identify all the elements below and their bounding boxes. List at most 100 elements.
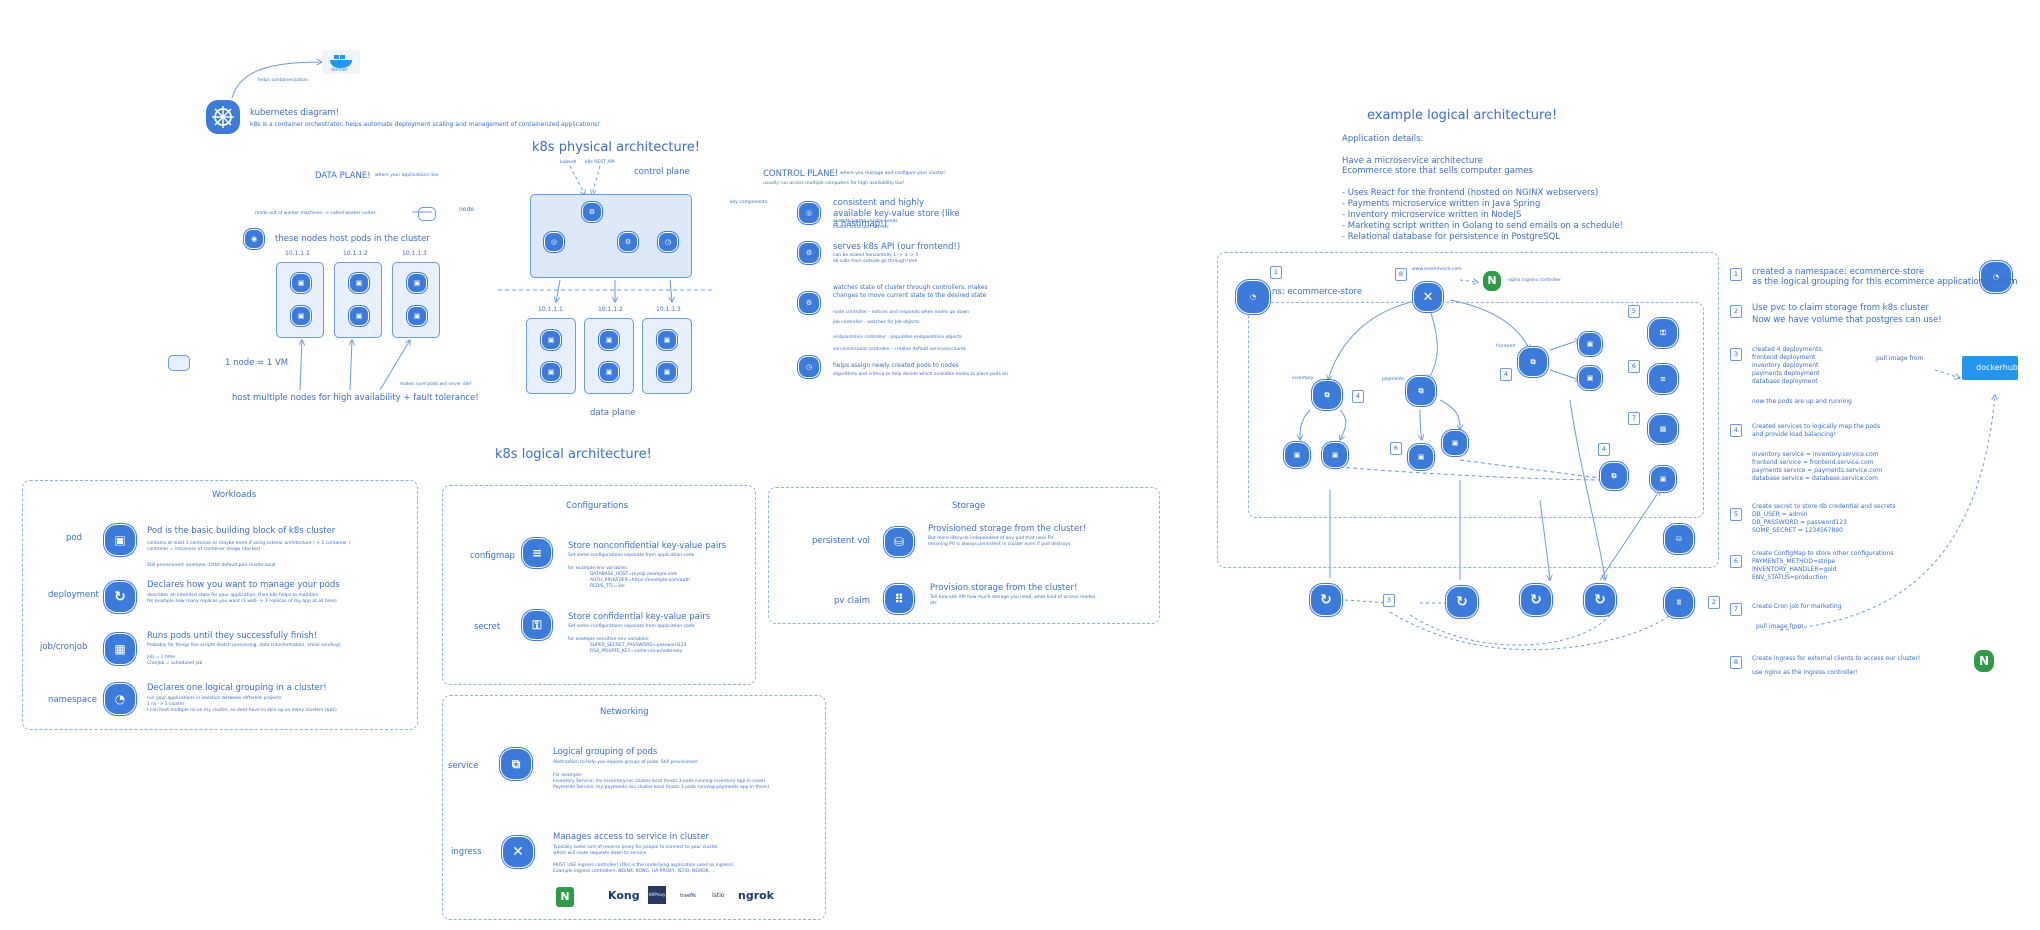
etcd-icon: ◎ <box>544 232 564 252</box>
config-title: Store confidential key-value pairs <box>568 612 711 622</box>
configmap-icon: ≡ <box>1648 364 1678 394</box>
deployment-icon: ↻ <box>104 581 136 613</box>
detail-line: Have a microservice architecture <box>1342 156 1483 166</box>
step-line: now the pods are up and running <box>1752 398 1852 405</box>
step-badge-6: 6 <box>1628 360 1640 373</box>
step-line: database service = database.service.com <box>1752 475 1878 482</box>
component-3-note: serviceaccount controller - creates defa… <box>833 347 967 352</box>
pv-claim-icon: ⠿ <box>1664 588 1694 618</box>
secret-icon: ⚿ <box>522 610 552 640</box>
dp-ip-3: 10.1.1.3 <box>656 306 681 313</box>
intro-subtitle: k8s is a container orchestrator, helps a… <box>250 121 600 128</box>
component-1-title: consistent and highly available key-valu… <box>833 198 960 229</box>
namespace-boundary <box>1248 302 1704 518</box>
data-plane-label: data plane <box>590 408 636 418</box>
pod-icon: ▣ <box>407 306 427 326</box>
detail-bullet: - Uses React for the frontend (hosted on… <box>1342 188 1599 198</box>
network-note: MUST USE ingress controller! (this is th… <box>553 863 734 868</box>
intro-title: kubernetes diagram! <box>250 108 340 118</box>
pod-icon: ▣ <box>599 362 619 382</box>
workload-note: container = instances of container image… <box>147 547 261 552</box>
step-number: 5 <box>1730 508 1742 521</box>
network-note: Typically some sort of reverse proxy for… <box>553 845 718 850</box>
config-note: SUPER_SECRET_PASSWORD=password123 <box>590 643 687 648</box>
workload-note: Job = 1 time <box>147 655 176 660</box>
step-line: ENV_STATUS=production <box>1752 574 1828 581</box>
node-legend-label: node <box>459 206 474 213</box>
step-badge-6: 6 <box>1390 442 1402 455</box>
network-title: Logical grouping of pods <box>553 747 658 757</box>
workload-note: for example how many replicas you want (… <box>147 599 337 604</box>
secret-icon: ⚿ <box>1648 318 1678 348</box>
configurations-title: Configurations <box>566 501 629 511</box>
network-note: Inventory Service: my-inventory.svc.clus… <box>553 779 766 784</box>
storage-label: pv claim <box>834 596 871 606</box>
detail-bullet: - Marketing script written in Golang to … <box>1342 221 1623 231</box>
service-icon: ⧉ <box>500 748 532 780</box>
istio-logo: Istio <box>712 892 725 899</box>
workload-note: describes an intended state for your app… <box>147 593 319 598</box>
workload-note: run your applications in isolation betwe… <box>147 696 282 701</box>
step-badge-4: 4 <box>1598 443 1610 456</box>
component-2-note: all calls from outside go through here <box>833 259 918 264</box>
network-note: Example ingress controllers: NGINX, KONG… <box>553 869 716 874</box>
docker-logo: docker <box>322 50 360 74</box>
step-line: frontend service = frontend.service.com <box>1752 459 1874 466</box>
pod-icon: ▣ <box>1578 366 1602 390</box>
ip-2: 10.1.1.2 <box>343 250 368 257</box>
detail-bullet: - Relational database for persistence in… <box>1342 232 1561 242</box>
component-4-title: helps assign newly created pods to nodes <box>833 362 959 369</box>
detail-line: Ecommerce store that sells computer game… <box>1342 166 1533 176</box>
deployment-icon: ↻ <box>1446 586 1478 618</box>
workload-note: Probably for things like scripts (batch … <box>147 643 341 648</box>
network-note: Abstraction to help you expose groups of… <box>553 760 699 765</box>
pod-icon: ▣ <box>349 306 369 326</box>
config-title: Store nonconfidential key-value pairs <box>568 541 727 551</box>
ha-label: host multiple nodes for high availabilit… <box>232 393 479 403</box>
step-badge-4: 4 <box>1500 368 1512 381</box>
component-1-note: everything the cluster needs <box>833 219 898 224</box>
control-plane-label: control plane <box>634 167 690 177</box>
step-number: 3 <box>1730 348 1742 361</box>
ingress-icon: ✕ <box>1413 282 1443 312</box>
storage-title-item: Provision storage from the cluster! <box>930 583 1078 593</box>
step-badge-3: 3 <box>1383 594 1395 607</box>
config-note: for example sensitive env variables: <box>568 637 650 642</box>
controller-manager-icon: ⚙ <box>618 232 638 252</box>
namespace-icon: ◔ <box>1980 261 2012 293</box>
storage-note: Tell how k8s API how much storage you ne… <box>930 595 1096 600</box>
deployment-icon: ↻ <box>1520 584 1552 616</box>
data-plane-heading: DATA PLANE! <box>315 171 371 181</box>
step-line: PAYMENTS_METHOD=stripe <box>1752 558 1836 565</box>
step-number: 7 <box>1730 603 1742 616</box>
vm-legend-box <box>168 355 190 371</box>
step-number: 2 <box>1730 305 1742 318</box>
pod-icon: ▣ <box>657 330 677 350</box>
pod-icon: ▣ <box>104 524 136 556</box>
component-3-note: node controller - notices and responds w… <box>833 310 969 315</box>
namespace-icon: ◔ <box>104 683 136 715</box>
nginx-logo: N <box>1974 650 1994 672</box>
ha-note: makes sure pods will never die! <box>400 382 472 387</box>
service-icon: ⧉ <box>1518 347 1548 377</box>
cp-note-2: usually run across multiple computers fo… <box>763 181 905 186</box>
step-number: 1 <box>1730 268 1742 281</box>
step-number: 4 <box>1730 424 1742 437</box>
pod-icon: ▣ <box>349 273 369 293</box>
dp-ip-1: 10.1.1.1 <box>538 306 563 313</box>
docker-whale-icon <box>330 55 352 68</box>
storage-note: etc <box>930 601 938 606</box>
pod-icon: ▣ <box>1442 430 1468 456</box>
storage-note: But more lifecycle independent of any po… <box>928 536 1055 541</box>
persistent-volume-icon: ⛁ <box>1664 524 1694 554</box>
step-line: Create ingress for external clients to a… <box>1752 655 1921 662</box>
step-badge-1: 1 <box>1270 266 1282 279</box>
job-icon: ▦ <box>1648 414 1678 444</box>
namespace-label: ns: ecommerce-store <box>1272 287 1363 297</box>
cp-note-1: where you manage and configure your clus… <box>840 171 946 176</box>
node-legend-box <box>418 207 436 221</box>
details-title: Application details: <box>1342 134 1424 144</box>
step-line: Use pvc to claim storage from k8s cluste… <box>1752 303 1930 313</box>
config-note: RSA_PRIVATE_KEY=some-rsa-private-key <box>590 649 683 654</box>
step-line: and provide load balancing! <box>1752 431 1836 438</box>
